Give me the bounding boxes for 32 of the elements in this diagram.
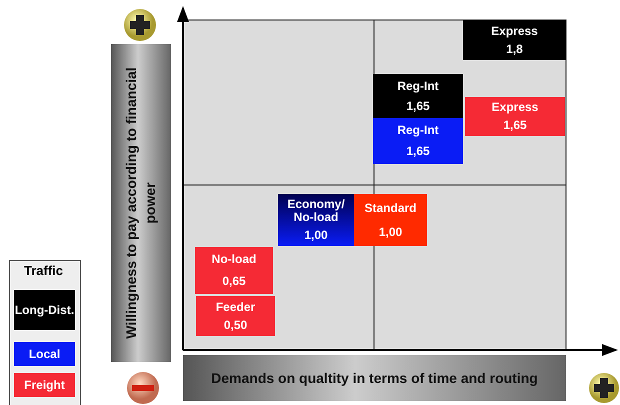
legend-swatch: Long-Dist.	[14, 290, 75, 330]
category-box	[463, 20, 566, 60]
category-value: 1,00	[304, 228, 328, 242]
legend-swatch: Local	[14, 342, 75, 366]
axis-title-band	[183, 355, 566, 401]
category-name: Reg-Int	[397, 124, 439, 137]
category-box	[465, 97, 565, 136]
category-name: Economy/ No-load	[286, 198, 346, 224]
category-value: 1,65	[406, 100, 430, 112]
category-box	[278, 194, 354, 246]
category-value: 1,8	[506, 42, 523, 56]
category-name: Feeder	[216, 300, 256, 314]
category-name: Reg-Int	[397, 80, 439, 92]
category-box	[373, 74, 463, 118]
category-box	[354, 194, 427, 246]
axis-title: Willingness to pay according to financial power	[122, 66, 159, 341]
category-box	[196, 296, 275, 336]
category-name: No-load	[212, 253, 256, 266]
category-value: 1,65	[503, 118, 527, 132]
legend-swatch: Freight	[14, 373, 75, 397]
category-value: 0,65	[222, 274, 246, 288]
category-name: Express	[491, 24, 538, 38]
axis-title: Demands on qualtity in terms of time and routing	[210, 369, 539, 387]
category-name: Standard	[364, 202, 416, 214]
category-value: 1,00	[378, 226, 402, 238]
category-box	[195, 247, 273, 294]
category-value: 0,50	[224, 318, 248, 332]
axis-title-band	[111, 44, 171, 362]
category-box	[373, 118, 463, 164]
category-name: Express	[492, 101, 538, 114]
legend-title: Traffic	[24, 263, 64, 278]
category-value: 1,65	[406, 145, 430, 158]
